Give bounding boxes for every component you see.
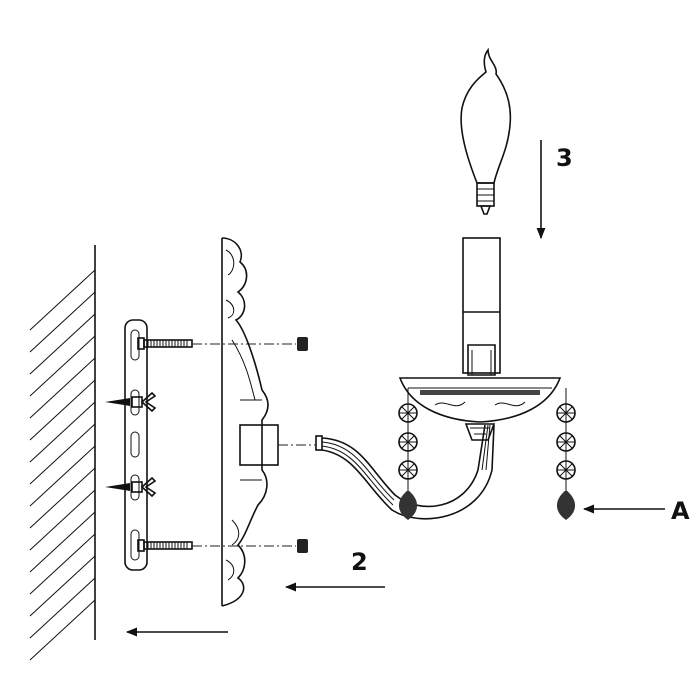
mounting-screw-bottom xyxy=(137,539,193,552)
hatch-line xyxy=(29,335,96,397)
hatch-line xyxy=(29,533,96,595)
hatch-line xyxy=(29,269,96,331)
wall xyxy=(29,245,96,661)
hatch-line xyxy=(29,489,96,551)
hatch-line xyxy=(29,357,96,419)
junction-box xyxy=(239,424,279,466)
hatch-line xyxy=(29,599,96,661)
hatch-line xyxy=(29,467,96,529)
crystal-chains xyxy=(398,388,576,490)
hatch-line xyxy=(29,423,96,485)
hatch-line xyxy=(29,313,96,375)
mounting-bracket xyxy=(124,319,148,571)
candle-sleeve xyxy=(462,237,501,376)
sconce-arm xyxy=(315,424,495,520)
hatch-line xyxy=(29,511,96,573)
detail-a-label: A xyxy=(671,497,690,525)
crystal-drop-right xyxy=(556,490,576,520)
decorative-backplate xyxy=(221,237,269,607)
wall-anchor-bottom xyxy=(105,476,157,498)
cap-nut-bottom xyxy=(297,539,308,553)
drip-bowl xyxy=(398,377,562,441)
step-3-label: 3 xyxy=(556,144,573,172)
hatch-line xyxy=(29,379,96,441)
step-2-label: 2 xyxy=(351,548,368,576)
hatch-line xyxy=(29,445,96,507)
cap-nut-top xyxy=(297,337,308,351)
hatch-line xyxy=(29,555,96,617)
candle-bulb xyxy=(460,47,512,215)
wall-anchor-top xyxy=(105,391,157,413)
crystal-drop-left xyxy=(398,490,418,520)
hatch-line xyxy=(29,577,96,639)
hatch-line xyxy=(29,401,96,463)
hatch-line xyxy=(29,291,96,353)
mounting-screw-top xyxy=(137,337,193,350)
